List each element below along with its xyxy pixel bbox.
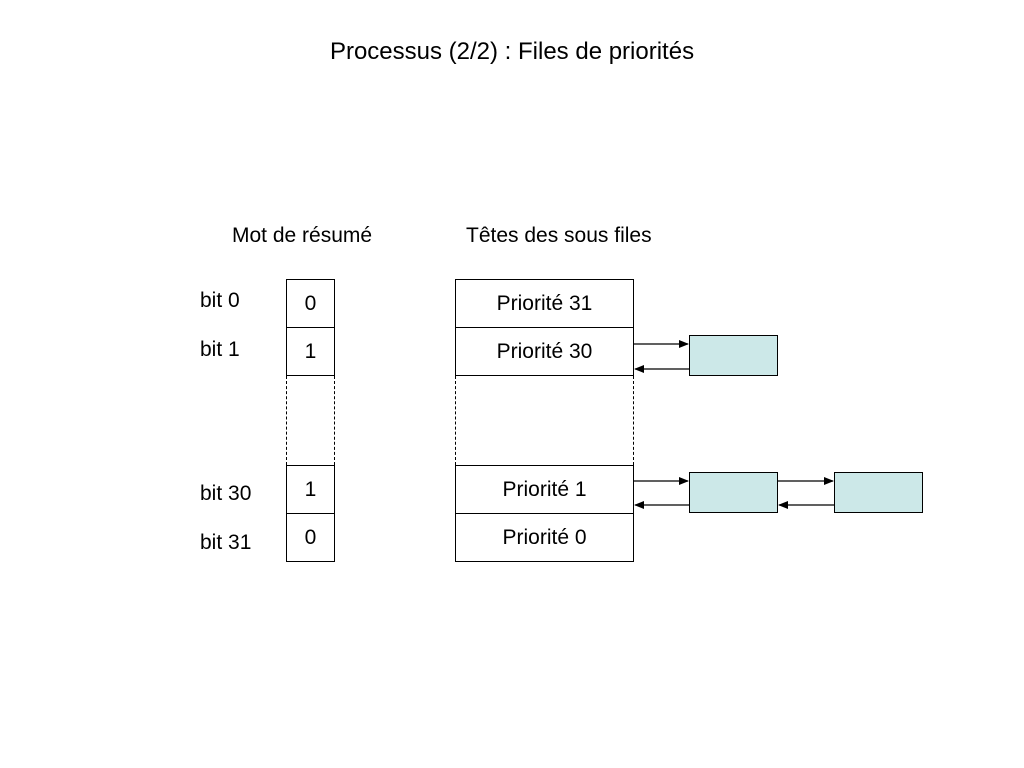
slide-title: Processus (2/2) : Files de priorités (329, 38, 695, 65)
queue-node-priority-1-2 (834, 472, 923, 513)
priority-head-30: Priorité 30 (455, 327, 634, 376)
bit-label-31: bit 31 (200, 531, 252, 554)
bit-cell-0: 0 (286, 279, 335, 328)
summary-word-heading: Mot de résumé (232, 224, 373, 247)
bit-cell-1: 1 (286, 327, 335, 376)
priority-head-0: Priorité 0 (455, 513, 634, 562)
queue-node-priority-1-1 (689, 472, 778, 513)
bit-cells-ellipsis-gap (286, 376, 335, 465)
bit-label-0: bit 0 (200, 289, 240, 312)
bit-cell-31: 0 (286, 513, 335, 562)
priority-head-1: Priorité 1 (455, 465, 634, 514)
priority-heads-ellipsis-gap (455, 376, 634, 465)
bit-cell-30: 1 (286, 465, 335, 514)
priority-head-31: Priorité 31 (455, 279, 634, 328)
bit-label-1: bit 1 (200, 338, 240, 361)
bit-label-30: bit 30 (200, 482, 252, 505)
queue-heads-heading: Têtes des sous files (466, 224, 652, 247)
queue-node-priority-30-1 (689, 335, 778, 376)
